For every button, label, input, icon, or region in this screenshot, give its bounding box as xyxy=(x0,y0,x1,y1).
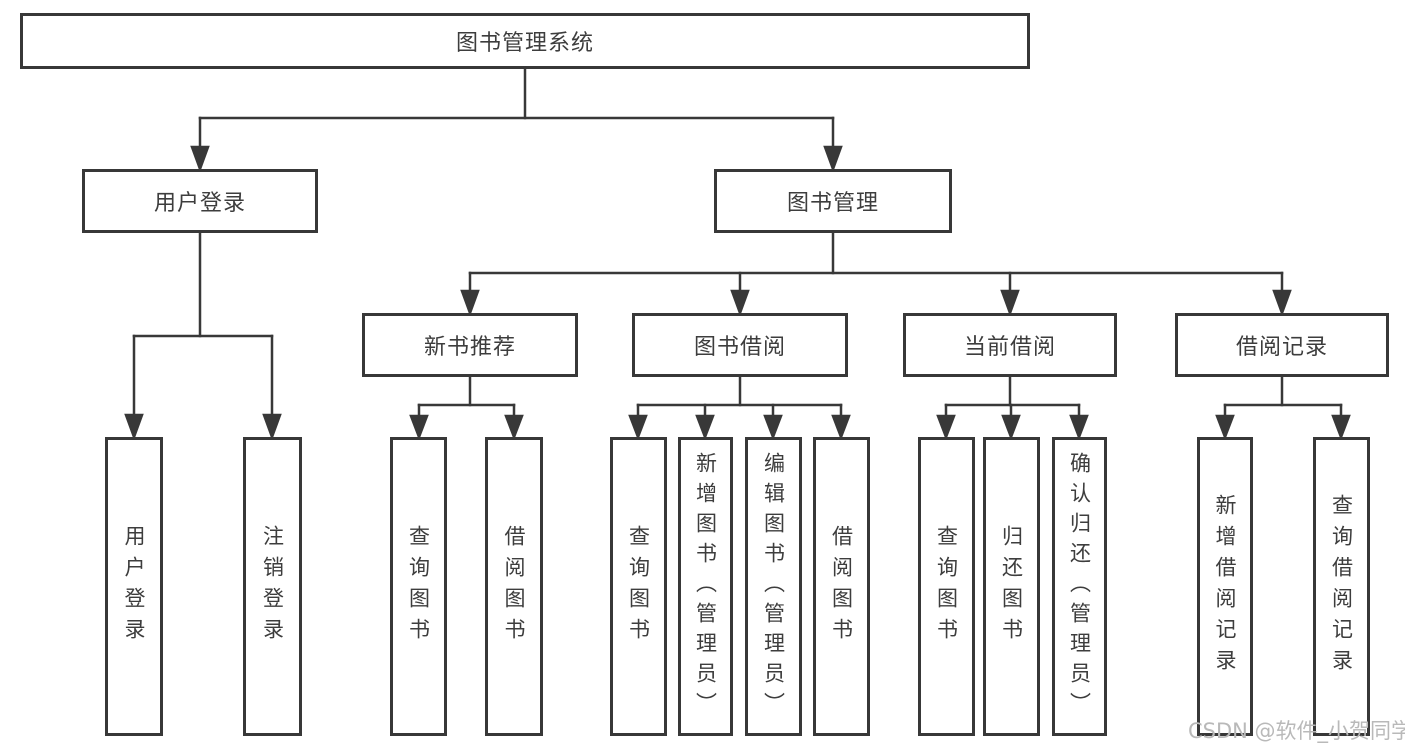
leaf-query-books-borrow-label: 查询图书 xyxy=(626,524,651,649)
leaf-confirm-return-admin: 确认归还（管理员） xyxy=(1052,437,1107,736)
leaf-return-book: 归还图书 xyxy=(983,437,1040,736)
leaf-query-books-recommend-label: 查询图书 xyxy=(406,524,431,649)
leaf-borrow-book-label: 借阅图书 xyxy=(829,524,854,649)
leaf-return-book-label: 归还图书 xyxy=(999,524,1024,649)
leaf-query-borrow-record-label: 查询借阅记录 xyxy=(1329,493,1354,680)
leaf-logout-label: 注销登录 xyxy=(260,524,285,649)
node-book-management-label: 图书管理 xyxy=(786,191,879,216)
node-book-borrow-label: 图书借阅 xyxy=(693,335,786,360)
leaf-confirm-return-admin-label: 确认归还（管理员） xyxy=(1067,451,1092,722)
leaf-borrow-book-recommend: 借阅图书 xyxy=(485,437,543,736)
leaf-query-books-current: 查询图书 xyxy=(918,437,975,736)
csdn-watermark: CSDN @软件_小贺同学 xyxy=(1188,719,1405,743)
node-borrow-records: 借阅记录 xyxy=(1175,313,1389,377)
node-user-login-label: 用户登录 xyxy=(153,191,246,216)
leaf-query-books-recommend: 查询图书 xyxy=(390,437,447,736)
leaf-borrow-book: 借阅图书 xyxy=(813,437,870,736)
node-book-borrow: 图书借阅 xyxy=(632,313,848,377)
leaf-query-books-current-label: 查询图书 xyxy=(934,524,959,649)
node-root-label: 图书管理系统 xyxy=(455,31,594,56)
node-book-management: 图书管理 xyxy=(714,169,952,233)
leaf-user-login-label: 用户登录 xyxy=(122,524,146,649)
leaf-query-borrow-record: 查询借阅记录 xyxy=(1313,437,1370,736)
leaf-edit-book-admin: 编辑图书（管理员） xyxy=(745,437,802,736)
leaf-add-borrow-record: 新增借阅记录 xyxy=(1197,437,1253,736)
leaf-logout: 注销登录 xyxy=(243,437,302,736)
leaf-add-book-admin-label: 新增图书（管理员） xyxy=(693,451,718,722)
node-borrow-records-label: 借阅记录 xyxy=(1235,335,1328,360)
node-user-login: 用户登录 xyxy=(82,169,318,233)
node-new-book-recommend-label: 新书推荐 xyxy=(423,335,516,360)
leaf-user-login: 用户登录 xyxy=(105,437,163,736)
leaf-borrow-book-recommend-label: 借阅图书 xyxy=(502,524,526,649)
node-current-borrow-label: 当前借阅 xyxy=(963,335,1056,360)
leaf-add-borrow-record-label: 新增借阅记录 xyxy=(1213,493,1237,680)
leaf-edit-book-admin-label: 编辑图书（管理员） xyxy=(761,451,786,722)
node-new-book-recommend: 新书推荐 xyxy=(362,313,578,377)
node-current-borrow: 当前借阅 xyxy=(903,313,1117,377)
leaf-query-books-borrow: 查询图书 xyxy=(610,437,667,736)
node-root: 图书管理系统 xyxy=(20,13,1030,69)
leaf-add-book-admin: 新增图书（管理员） xyxy=(678,437,733,736)
